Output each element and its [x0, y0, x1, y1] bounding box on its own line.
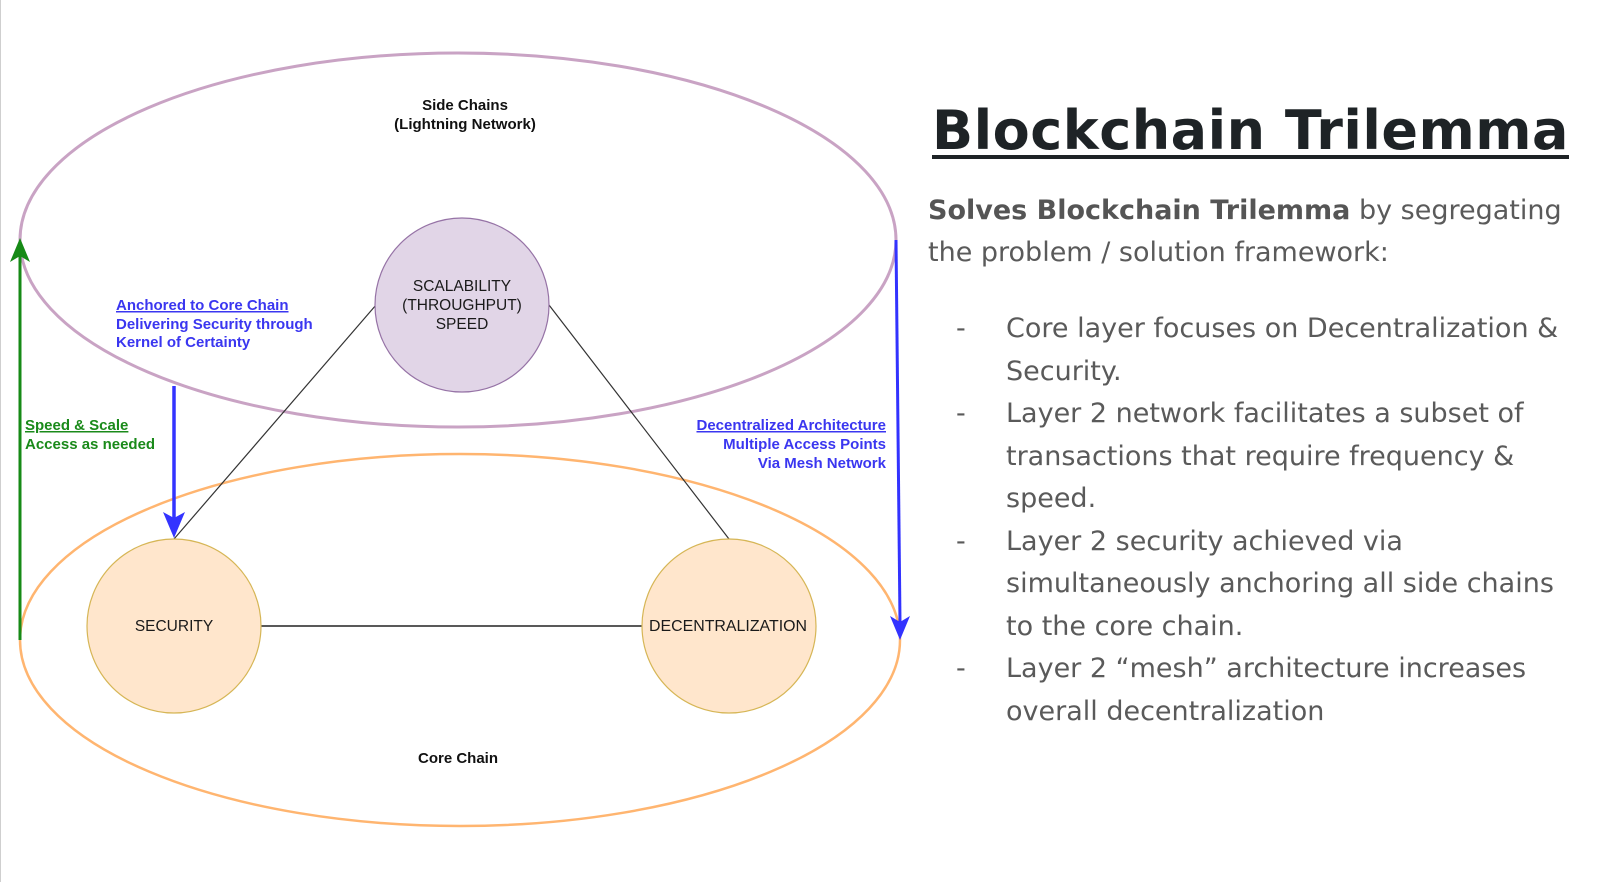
bullet-dash: -: [956, 398, 966, 429]
decentralized-line-1: Multiple Access Points: [723, 436, 886, 453]
decentralization-label: DECENTRALIZATION: [649, 618, 807, 635]
edge-scalability-security: [173, 304, 377, 540]
bullet-item: - Core layer focuses on Decentralization…: [928, 308, 1566, 393]
bullet-item: - Layer 2 “mesh” architecture increases …: [928, 648, 1566, 733]
core-chain-label: Core Chain: [418, 750, 498, 767]
bullet-list: - Core layer focuses on Decentralization…: [928, 308, 1588, 733]
decentralized-line-2: Via Mesh Network: [758, 455, 887, 472]
scalability-label-line-1: SCALABILITY: [413, 278, 511, 295]
side-chains-label-line-2: (Lightning Network): [394, 116, 536, 133]
trilemma-diagram: SCALABILITY (THROUGHPUT) SPEED SECURITY …: [10, 51, 910, 828]
bullet-text: Layer 2 network facilitates a subset of …: [1006, 398, 1524, 514]
text-panel: Blockchain Trilemma Solves Blockchain Tr…: [928, 92, 1588, 733]
anchored-line-1: Delivering Security through: [116, 316, 313, 333]
intro-bold: Solves Blockchain Trilemma: [928, 195, 1351, 226]
bullet-dash: -: [956, 525, 966, 557]
anchored-arrow-head-icon: [163, 512, 185, 538]
decentralized-heading: Decentralized Architecture: [696, 417, 886, 434]
speed-scale-arrow-head-icon: [10, 238, 30, 262]
slide-left-border: [0, 0, 1, 882]
scalability-label-line-3: SPEED: [436, 316, 489, 333]
side-chains-label-line-1: Side Chains: [422, 97, 508, 114]
anchored-line-2: Kernel of Certainty: [116, 334, 251, 351]
intro-rest: by segregating the problem / solution fr…: [928, 195, 1562, 268]
bullet-dash: -: [956, 313, 966, 344]
bullet-text: Layer 2 “mesh” architecture increases ov…: [1006, 653, 1527, 727]
anchored-heading: Anchored to Core Chain: [116, 297, 289, 314]
edge-scalability-decentralization: [548, 304, 730, 540]
decentralized-arrow-head-icon: [890, 616, 910, 640]
intro-paragraph: Solves Blockchain Trilemma by segregatin…: [928, 190, 1588, 274]
bullet-item: - Layer 2 security achieved via simultan…: [928, 521, 1566, 649]
security-label: SECURITY: [135, 618, 213, 635]
slide-title: Blockchain Trilemma: [932, 99, 1569, 162]
scalability-label-line-2: (THROUGHPUT): [402, 297, 522, 314]
bullet-item: - Layer 2 network facilitates a subset o…: [928, 393, 1566, 521]
speed-scale-line-1: Access as needed: [25, 436, 155, 453]
bullet-text: Layer 2 security achieved via simultaneo…: [1006, 525, 1554, 642]
speed-scale-heading: Speed & Scale: [25, 417, 128, 434]
decentralized-arrow-shaft: [894, 239, 902, 623]
bullet-text: Core layer focuses on Decentralization &…: [1006, 313, 1559, 387]
decentralization-node: [641, 538, 817, 714]
security-node: [86, 538, 262, 714]
bullet-dash: -: [956, 653, 966, 684]
scalability-node: [374, 217, 550, 393]
